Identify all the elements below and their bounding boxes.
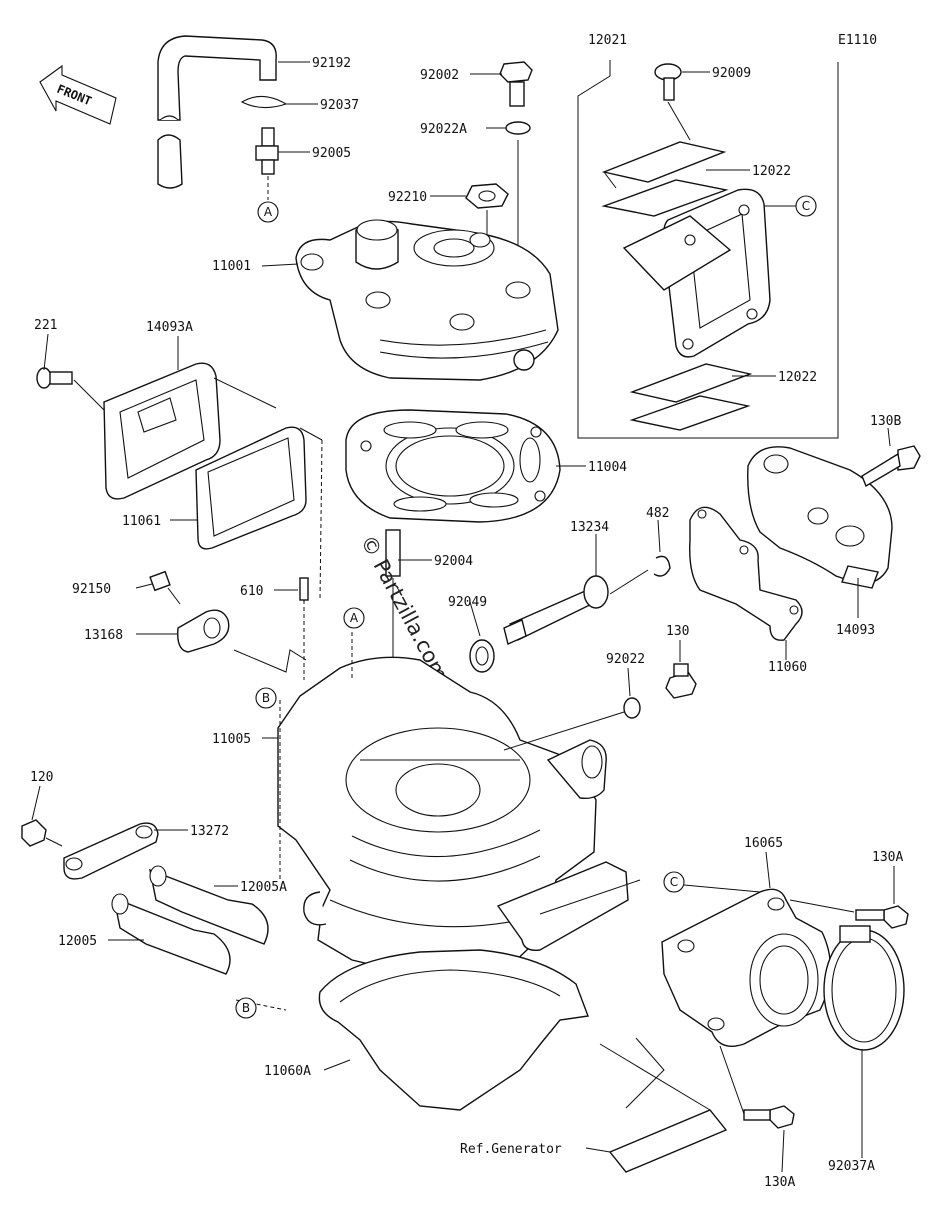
svg-text:A: A [350,611,359,625]
callout-label: 92002 [420,68,459,83]
bolt-221-part [36,367,73,389]
callout-label: 92037A [828,1159,875,1174]
callout-label: 92005 [312,146,351,161]
reed-plate-part [629,363,753,403]
bolt-part [499,61,533,107]
callout-label: 92037 [320,98,359,113]
diagram-code: E1110 [838,33,877,48]
reed-12005a-part [149,865,269,945]
ref-marker-c: C [795,195,817,217]
callout-label: 11060A [264,1064,311,1079]
callout-label: 13272 [190,824,229,839]
callout-label: 92049 [448,595,487,610]
ref-marker-b: B [235,997,257,1019]
circlip-part [653,555,671,577]
callout-label: 610 [240,584,263,599]
svg-text:B: B [242,1001,250,1015]
gasket-part [195,426,307,550]
bolt-130a-top-part [855,905,909,929]
cylinder-head-part [295,219,559,381]
screw-120-part [21,819,47,847]
washer-92022-part [623,697,641,719]
svg-text:B: B [262,691,270,705]
intake-part [661,888,832,1047]
bolt-130-part [665,663,697,699]
callout-label: 11005 [212,732,251,747]
lever-part [177,609,230,653]
callout-label: 16065 [744,836,783,851]
callout-label: 13234 [570,520,609,535]
nut-part [465,183,509,209]
ref-marker-a: A [343,607,365,629]
reed-plate-part [601,179,729,217]
washer-part [505,121,531,135]
bolt-130a-bottom-part [743,1105,795,1129]
callout-label: 14093 [836,623,875,638]
svg-text:A: A [264,205,273,219]
bracket-part [608,1109,728,1173]
callout-label: 482 [646,506,669,521]
cylinder-part [277,656,629,977]
callout-label: 130A [764,1175,795,1190]
pin-part [299,577,309,601]
reed-12005-part [111,893,231,975]
callout-label: 12022 [752,164,791,179]
fitting-part [255,127,279,175]
callout-label: 92150 [72,582,111,597]
ref-marker-a: A [257,201,279,223]
callout-label: 92004 [434,554,473,569]
callout-label: 11061 [122,514,161,529]
svg-text:C: C [802,199,810,213]
screw-92150-part [149,570,181,605]
svg-text:C: C [670,875,678,889]
head-gasket-part [345,409,561,523]
callout-label: 11001 [212,259,251,274]
clamp-part [823,925,905,1051]
callout-label: 92210 [388,190,427,205]
seal-part [469,639,495,673]
cover-14093-part [747,446,893,589]
callout-label: 12022 [778,370,817,385]
callout-label: 92022 [606,652,645,667]
callout-label: 12021 [588,33,627,48]
base-gasket-part [318,949,589,1111]
reed-plate-part [629,395,751,431]
callout-label: 92192 [312,56,351,71]
shaft-part [503,575,609,645]
clip-part [240,95,288,109]
callout-label: 11060 [768,660,807,675]
callout-label: 14093A [146,320,193,335]
cover-part [103,362,221,500]
ref-generator-label: Ref.Generator [460,1142,562,1157]
reed-block-part [622,188,771,358]
callout-label: 221 [34,318,57,333]
callout-label: 13168 [84,628,123,643]
stud-part [385,529,401,577]
callout-label: 130 [666,624,689,639]
bolt-130b-part [861,445,921,488]
hose-part [157,35,277,189]
ref-marker-c: C [663,871,685,893]
plate-13272-part [63,822,159,880]
callout-label: 92009 [712,66,751,81]
callout-label: 12005A [240,880,287,895]
reed-plate-part [601,141,727,183]
callout-label: 130B [870,414,901,429]
callout-label: 120 [30,770,53,785]
callout-label: 130A [872,850,903,865]
screw-part [654,63,682,101]
callout-label: 12005 [58,934,97,949]
front-arrow-icon: FRONT [39,64,117,125]
callout-label: 92022A [420,122,467,137]
callout-label: 11004 [588,460,627,475]
ref-marker-b: B [255,687,277,709]
gasket-11060-part [689,506,803,641]
